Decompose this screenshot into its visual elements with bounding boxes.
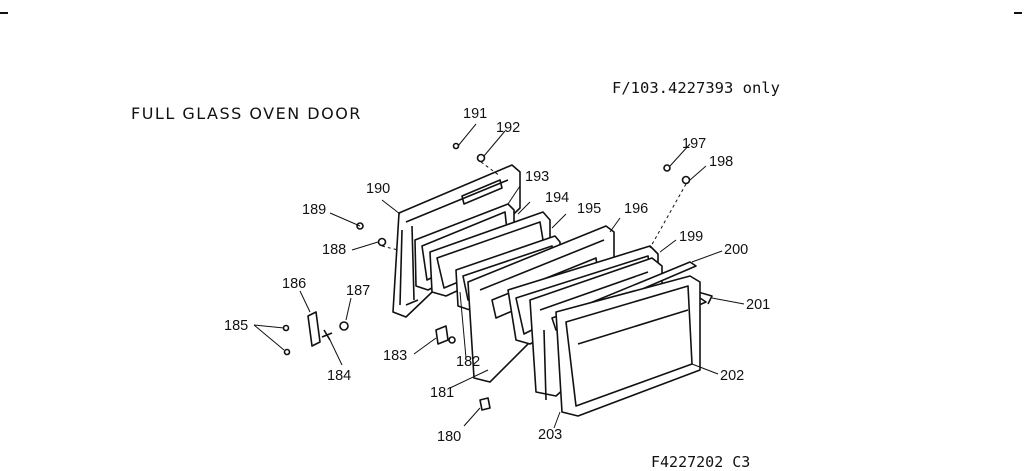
outer-door-frame [555, 275, 701, 417]
part-label-197: 197 [682, 136, 706, 152]
part-label-196: 196 [624, 201, 648, 217]
part-label-193: 193 [525, 169, 549, 185]
washer-192 [476, 153, 486, 163]
part-number-labels: 191 192 193 194 195 196 197 198 199 200 … [224, 106, 770, 445]
washer-198 [681, 175, 691, 185]
diagram-code: F4227202 C3 [651, 453, 751, 471]
part-label-188: 188 [322, 242, 346, 258]
part-label-198: 198 [709, 154, 733, 170]
part-label-195: 195 [577, 201, 601, 217]
part-label-186: 186 [282, 276, 306, 292]
part-label-190: 190 [366, 181, 390, 197]
part-label-203: 203 [538, 427, 562, 443]
nut-182 [448, 336, 456, 344]
screw-185a [282, 324, 290, 332]
trim-strip [543, 329, 547, 401]
part-label-194: 194 [545, 190, 569, 206]
part-label-192: 192 [496, 120, 520, 136]
clip-180 [479, 397, 491, 411]
part-label-182: 182 [456, 354, 480, 370]
part-label-183: 183 [383, 348, 407, 364]
part-label-200: 200 [724, 242, 748, 258]
part-label-189: 189 [302, 202, 326, 218]
hinge-186 [307, 311, 321, 347]
part-label-181: 181 [430, 385, 454, 401]
screw-197 [663, 164, 671, 172]
part-label-191: 191 [463, 106, 487, 122]
corner-mark-left [0, 12, 8, 14]
part-label-199: 199 [679, 229, 703, 245]
part-label-202: 202 [720, 368, 744, 384]
part-label-187: 187 [346, 283, 370, 299]
screw-191 [452, 142, 460, 150]
star-washer-184 [321, 329, 333, 341]
screw-189 [356, 222, 364, 230]
part-label-185: 185 [224, 318, 248, 334]
part-label-180: 180 [437, 429, 461, 445]
washer-188 [377, 237, 387, 247]
part-label-201: 201 [746, 297, 770, 313]
model-note: F/103.4227393 only [612, 79, 780, 97]
screw-185b [283, 348, 291, 356]
bracket-183 [435, 325, 449, 345]
corner-mark-right [1014, 12, 1022, 14]
part-label-184: 184 [327, 368, 351, 384]
bushing-187 [339, 321, 349, 331]
diagram-title: FULL GLASS OVEN DOOR [131, 104, 362, 123]
